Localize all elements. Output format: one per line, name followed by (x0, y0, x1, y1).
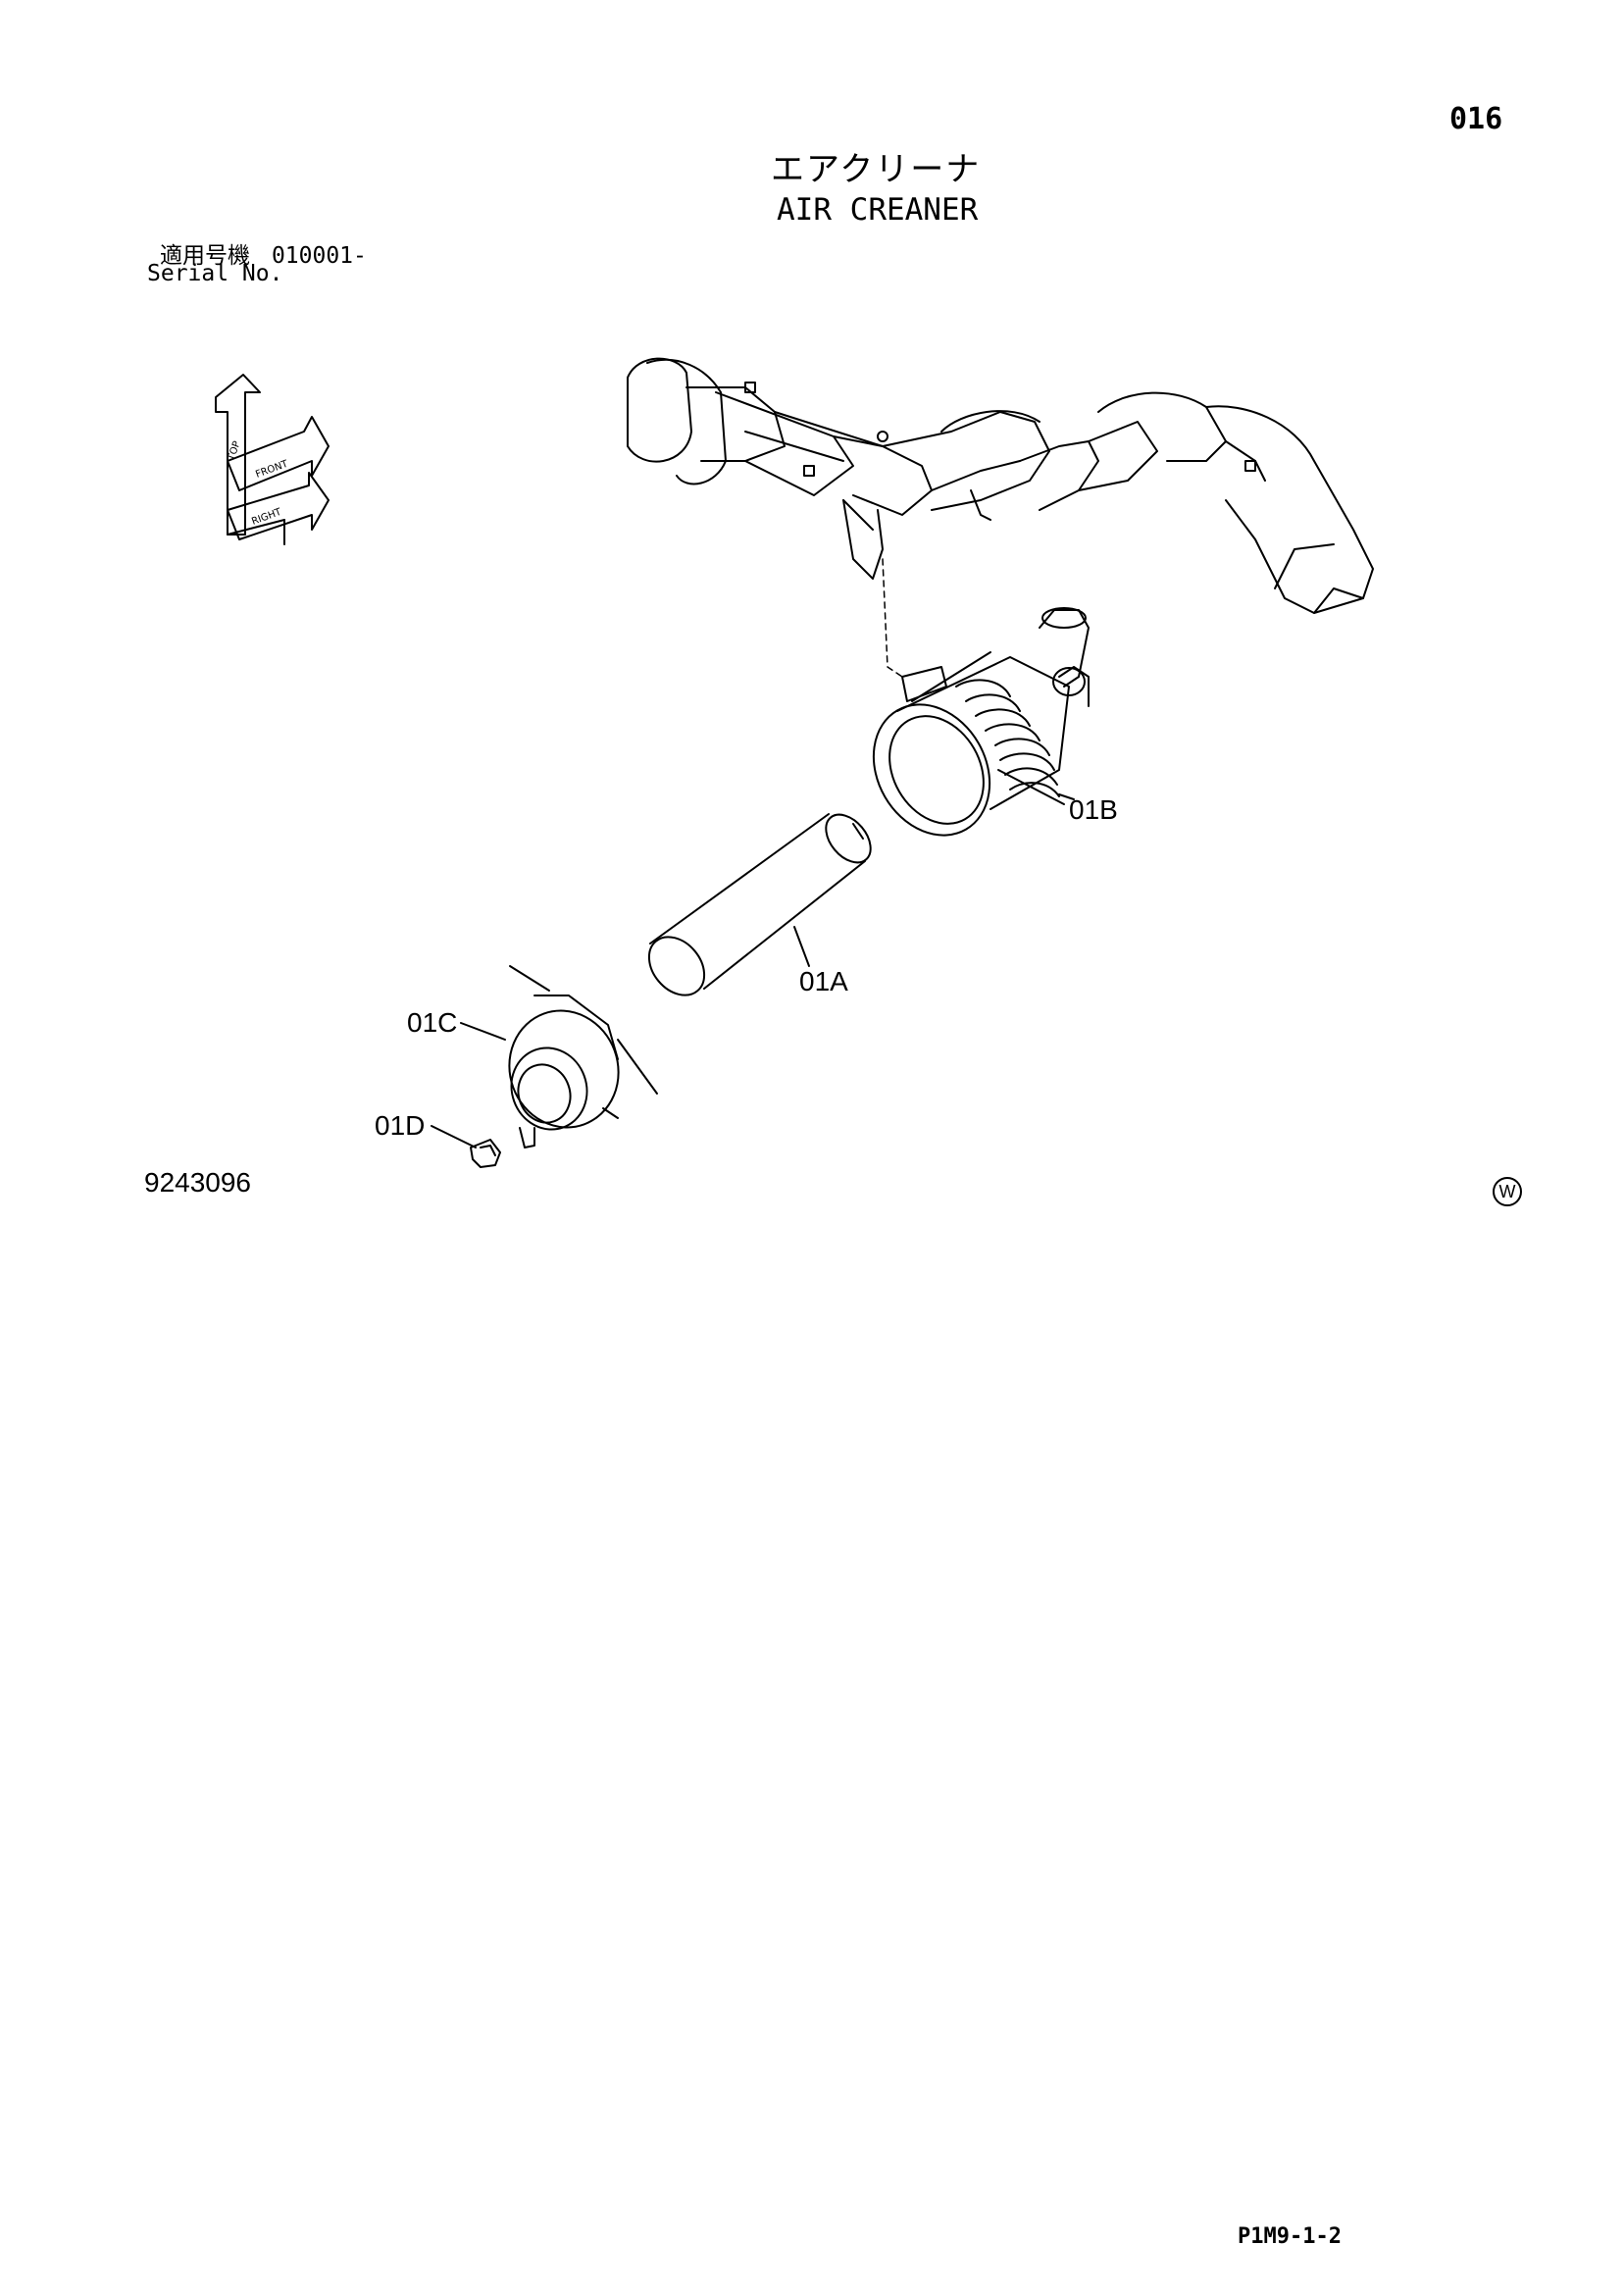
assembly-link-line (882, 558, 903, 678)
leader-01d (431, 1125, 477, 1148)
page-number: 016 (1449, 102, 1503, 136)
callout-01b: 01B (1069, 794, 1118, 825)
page-title-jp: エアクリーナ (771, 150, 982, 189)
page-title-en: AIR CREANER (777, 192, 979, 228)
orientation-icon: TOP FRONT RIGHT (215, 374, 330, 545)
callout-01c: 01C (407, 1007, 457, 1038)
callout-01a: 01A (799, 966, 848, 996)
air-cleaner-body-drawing (872, 607, 1090, 837)
valve-drawing (470, 1139, 501, 1168)
page-code: P1M9-1-2 (1238, 2224, 1342, 2249)
leader-01b (997, 769, 1065, 805)
w-mark: W (1493, 1177, 1522, 1206)
intake-duct (627, 357, 1374, 614)
serial-value: 010001- (271, 243, 367, 269)
serial-block: 適用号機 010001- (160, 236, 367, 270)
serial-label-en: Serial No. (147, 261, 283, 286)
leader-01c (460, 1022, 506, 1041)
callout-01d: 01D (375, 1110, 425, 1141)
leader-01a (793, 926, 810, 967)
drawing-number: 9243096 (144, 1167, 252, 1198)
cover-drawing (508, 965, 658, 1148)
filter-element-drawing (647, 813, 872, 996)
serial-label-jp: 適用号機 (160, 243, 250, 269)
